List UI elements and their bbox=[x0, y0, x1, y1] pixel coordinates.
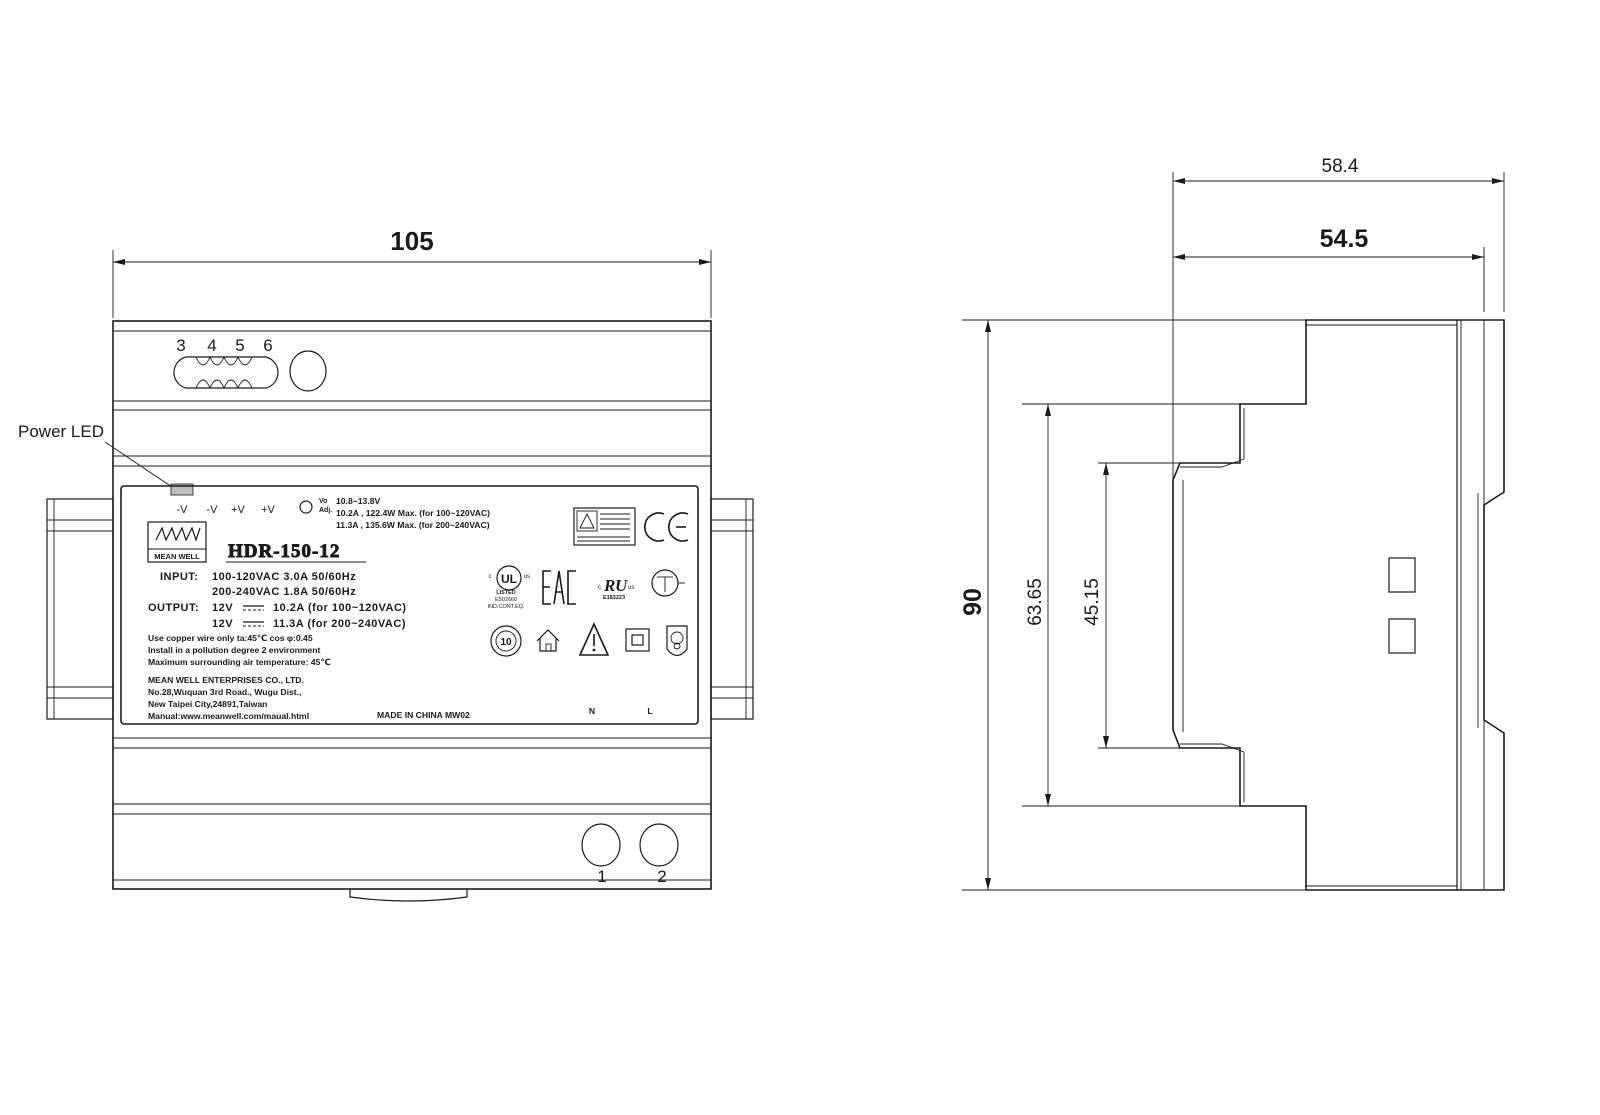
indoor-use-icon bbox=[536, 629, 560, 652]
rating-line-1: 10.2A , 122.4W Max. (for 100~120VAC) bbox=[336, 508, 490, 518]
svg-text:c: c bbox=[489, 574, 492, 580]
step-2-dimension: 45.15 bbox=[1082, 462, 1240, 749]
company-line-3: New Taipei City,24891,Taiwan bbox=[148, 699, 267, 709]
top-terminal-screw bbox=[289, 350, 327, 392]
svg-text:c: c bbox=[598, 585, 601, 591]
ul-listed-icon: UL c us LISTED E502660 IND.CONT.EQ. bbox=[488, 565, 530, 610]
svg-text:R: R bbox=[603, 576, 615, 595]
input-label: INPUT: bbox=[160, 571, 198, 583]
din-rail-left bbox=[46, 498, 114, 720]
terminal-number: 2 bbox=[657, 867, 666, 886]
dc-symbol-icon bbox=[243, 621, 264, 627]
side-vent bbox=[1388, 618, 1416, 654]
output-line-2-voltage: 12V bbox=[212, 618, 233, 630]
terminal-number: 3 bbox=[176, 336, 185, 355]
width-dim-label: 105 bbox=[390, 226, 433, 256]
side-profile bbox=[1172, 319, 1505, 891]
height-label: 90 bbox=[959, 588, 987, 616]
depth-overall-label: 58.4 bbox=[1322, 156, 1359, 177]
terminal-number: 4 bbox=[207, 336, 216, 355]
svg-text:UL: UL bbox=[501, 572, 517, 586]
adj-label: Adj. bbox=[319, 507, 332, 514]
output-terminal-label: +V bbox=[231, 504, 245, 516]
company-line-2: No.28,Wuquan 3rd Road., Wugu Dist., bbox=[148, 687, 301, 697]
ul-file: E502660 bbox=[495, 597, 517, 603]
note-line-2: Install in a pollution degree 2 environm… bbox=[148, 645, 321, 655]
depth-overall-dimension: 58.4 bbox=[1172, 156, 1505, 485]
certification-box-icon bbox=[573, 507, 636, 546]
step-2-label: 45.15 bbox=[1082, 578, 1103, 626]
width-dimension: 105 bbox=[112, 226, 712, 318]
note-line-3: Maximum surrounding air temperature: 45℃ bbox=[148, 657, 331, 667]
housing bbox=[112, 320, 712, 902]
rating-line-2: 11.3A , 135.6W Max. (for 200~240VAC) bbox=[336, 520, 490, 530]
svg-text:us: us bbox=[628, 585, 634, 591]
output-line-1: 10.2A (for 100~120VAC) bbox=[273, 602, 407, 614]
led-indicator bbox=[170, 483, 194, 496]
din-rail-right bbox=[710, 498, 754, 720]
step-1-dimension: 63.65 bbox=[1022, 403, 1240, 807]
terminal-number: 6 bbox=[263, 336, 272, 355]
terminal-number: 1 bbox=[597, 867, 606, 886]
output-terminal-label: -V bbox=[207, 504, 219, 516]
depth-body-dimension: 54.5 bbox=[1173, 225, 1485, 312]
side-view: 58.4 54.5 90 63.65 bbox=[959, 156, 1505, 891]
ru-file: E183223 bbox=[603, 595, 625, 601]
note-line-1: Use copper wire only ta:45℃ cos φ:0.45 bbox=[148, 633, 313, 643]
input-terminal-label: N bbox=[589, 706, 595, 716]
input-terminal-screw bbox=[581, 823, 621, 867]
output-line-1-voltage: 12V bbox=[212, 602, 233, 614]
output-line-2: 11.3A (for 200~240VAC) bbox=[273, 618, 406, 630]
svg-text:10: 10 bbox=[500, 637, 512, 648]
front-view: 10 5 bbox=[18, 226, 754, 902]
output-label: OUTPUT: bbox=[148, 602, 199, 614]
bottom-terminals: 1 2 bbox=[581, 823, 679, 886]
side-vent bbox=[1388, 557, 1416, 593]
ul-category: IND.CONT.EQ. bbox=[488, 604, 525, 610]
warning-icon bbox=[578, 622, 610, 656]
input-terminal-label: L bbox=[647, 706, 652, 716]
output-terminal-label: -V bbox=[177, 504, 189, 516]
power-led: Power LED bbox=[18, 422, 194, 496]
eac-mark-icon bbox=[542, 570, 576, 605]
meanwell-logo: MEAN WELL bbox=[147, 521, 207, 563]
top-terminals: 3 4 5 6 bbox=[173, 336, 327, 392]
vo-label: Vo bbox=[319, 498, 327, 505]
power-led-label: Power LED bbox=[18, 422, 104, 441]
terminal-number: 5 bbox=[235, 336, 244, 355]
label-plate: -V -V +V +V Vo Adj. 10.8~13.8V 10.2A , 1… bbox=[120, 485, 699, 725]
model-number: HDR-150-12 bbox=[228, 541, 340, 562]
depth-body-label: 54.5 bbox=[1320, 225, 1369, 253]
ten-year-icon: 10 bbox=[490, 625, 522, 657]
height-dimension: 90 bbox=[959, 319, 1306, 891]
output-terminal-label: +V bbox=[261, 504, 275, 516]
company-line-4: Manual:www.meanwell.com/maual.html bbox=[148, 711, 309, 721]
company-line-1: MEAN WELL ENTERPRISES CO., LTD. bbox=[148, 675, 304, 685]
svg-text:us: us bbox=[524, 574, 530, 580]
dc-symbol-icon bbox=[243, 605, 264, 611]
vo-range: 10.8~13.8V bbox=[336, 496, 380, 506]
ul-listed: LISTED bbox=[496, 590, 516, 596]
safety-transformer-icon bbox=[666, 625, 688, 657]
svg-text:U: U bbox=[615, 576, 628, 595]
made-in-label: MADE IN CHINA MW02 bbox=[377, 710, 470, 720]
input-line-2: 200-240VAC 1.8A 50/60Hz bbox=[212, 586, 356, 598]
class-ii-icon bbox=[625, 628, 650, 652]
tuv-mark-icon bbox=[651, 569, 685, 597]
ru-mark-icon: c R U us E183223 bbox=[598, 576, 634, 601]
input-line-1: 100-120VAC 3.0A 50/60Hz bbox=[212, 571, 356, 583]
ce-mark-icon bbox=[644, 512, 689, 542]
input-terminal-screw bbox=[639, 823, 679, 867]
brand-label: MEAN WELL bbox=[154, 552, 200, 561]
step-1-label: 63.65 bbox=[1025, 578, 1046, 626]
adjust-pot-icon bbox=[299, 500, 313, 514]
